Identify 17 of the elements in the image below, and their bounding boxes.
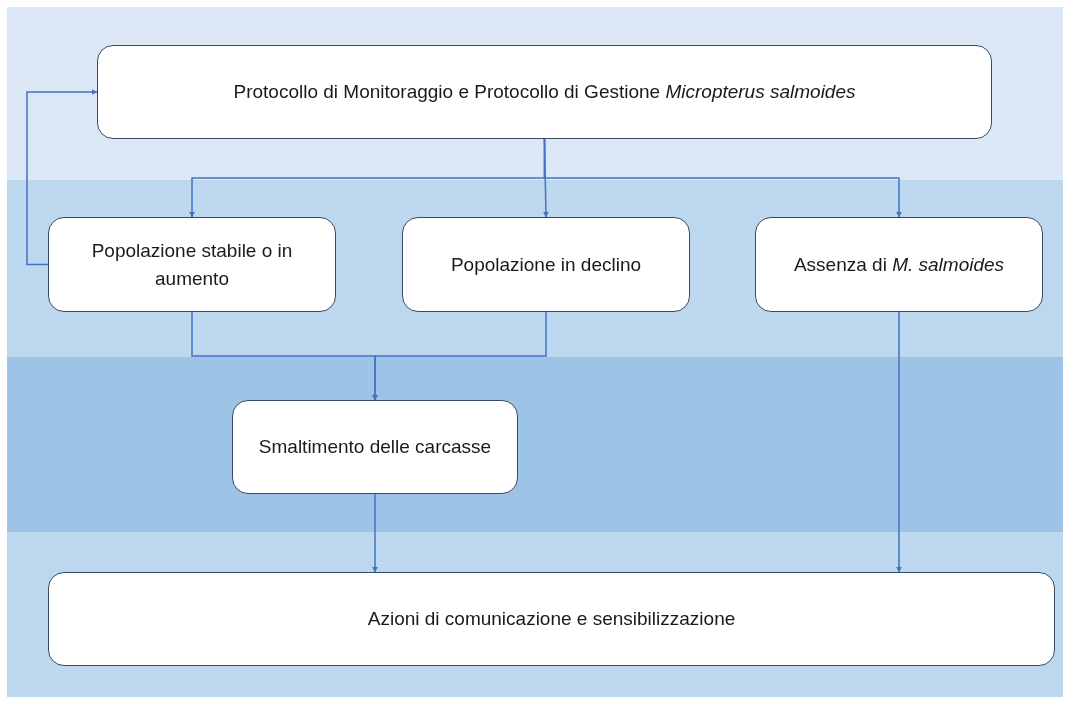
process-box bbox=[402, 217, 690, 312]
box-label: Popolazione stabile o in aumento bbox=[90, 238, 294, 291]
arrow bbox=[26, 89, 98, 266]
process-box bbox=[48, 572, 1055, 666]
arrow bbox=[372, 493, 378, 573]
box-label: Popolazione in declino bbox=[450, 252, 642, 277]
box-label: Assenza di M. salmoides bbox=[793, 252, 1005, 277]
process-box bbox=[755, 217, 1043, 312]
process-box bbox=[232, 400, 518, 494]
arrow bbox=[372, 311, 547, 401]
box-label: Protocollo di Monitoraggio e Protocollo di Gestione Micropterus salmoides bbox=[233, 80, 856, 105]
arrow bbox=[896, 311, 902, 573]
process-box bbox=[97, 45, 992, 139]
process-box bbox=[48, 217, 336, 312]
arrow bbox=[543, 138, 902, 218]
box-label: Smaltimento delle carcasse bbox=[258, 435, 492, 460]
box-label: Azioni di comunicazione e sensibilizzazione bbox=[367, 607, 736, 632]
